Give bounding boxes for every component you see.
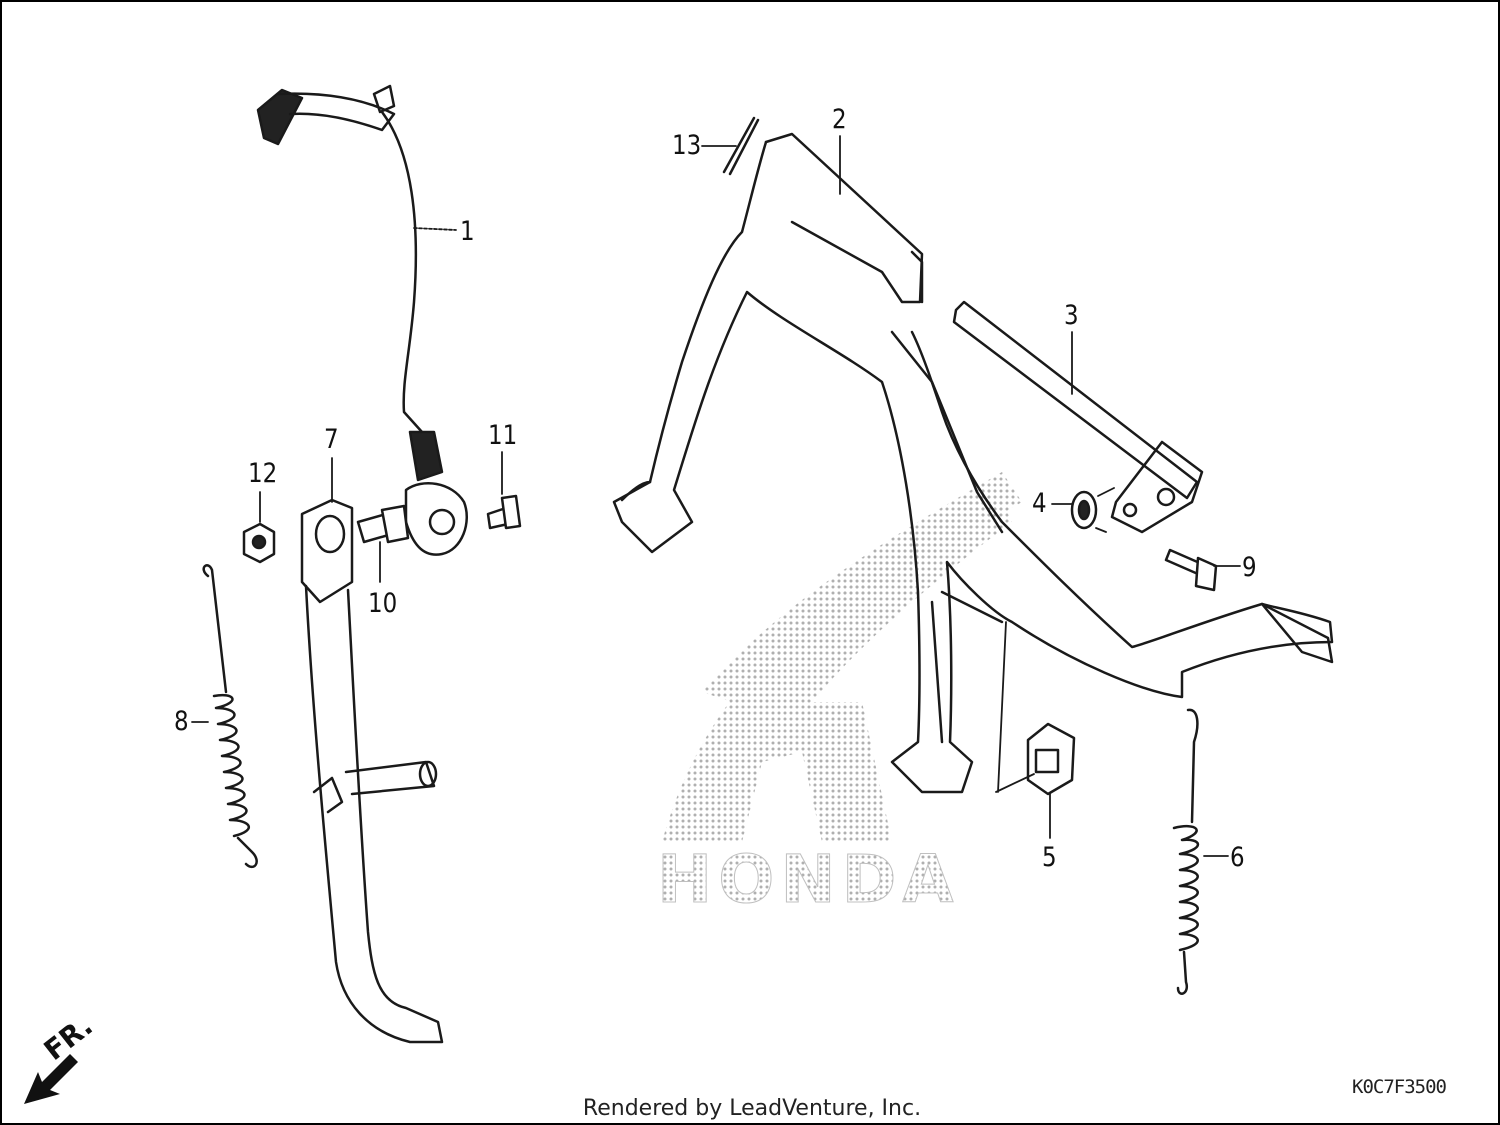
- render-credit-footer: Rendered by LeadVenture, Inc.: [582, 1096, 922, 1121]
- cotter-pin-part: [722, 116, 760, 176]
- callout-13: 13: [672, 130, 702, 161]
- callout-5: 5: [1042, 842, 1057, 873]
- collar-part: [1070, 490, 1098, 530]
- diagram-code: K0C7F3500: [1352, 1076, 1447, 1098]
- front-direction-arrow-icon: [24, 1054, 78, 1104]
- side-stand-spring-part: [202, 564, 258, 869]
- callout-3: 3: [1064, 300, 1079, 331]
- main-stand-spring-part: [1172, 708, 1200, 995]
- callout-4: 4: [1032, 488, 1047, 519]
- leader-lines: [191, 135, 1241, 857]
- side-stand-switch-part: [256, 84, 469, 556]
- rubber-stopper-part: [1026, 722, 1076, 796]
- callout-2: 2: [832, 104, 847, 135]
- small-bolt-part: [486, 494, 522, 530]
- callout-8: 8: [174, 706, 189, 737]
- pivot-bolt-part: [356, 504, 410, 544]
- pivot-shaft-part: [952, 300, 1204, 534]
- nut-part: [242, 522, 276, 564]
- callout-6: 6: [1230, 842, 1245, 873]
- main-stand-part: [612, 132, 1334, 794]
- callout-12: 12: [248, 458, 278, 489]
- callout-1: 1: [460, 216, 475, 247]
- callout-7: 7: [324, 424, 339, 455]
- callout-9: 9: [1242, 552, 1257, 583]
- callout-10: 10: [368, 588, 398, 619]
- honda-wing-watermark: [662, 472, 1022, 842]
- flange-bolt-part: [1164, 548, 1218, 592]
- callout-11: 11: [488, 420, 518, 451]
- honda-watermark-text: HONDA: [657, 841, 959, 918]
- side-stand-part: [300, 498, 444, 1044]
